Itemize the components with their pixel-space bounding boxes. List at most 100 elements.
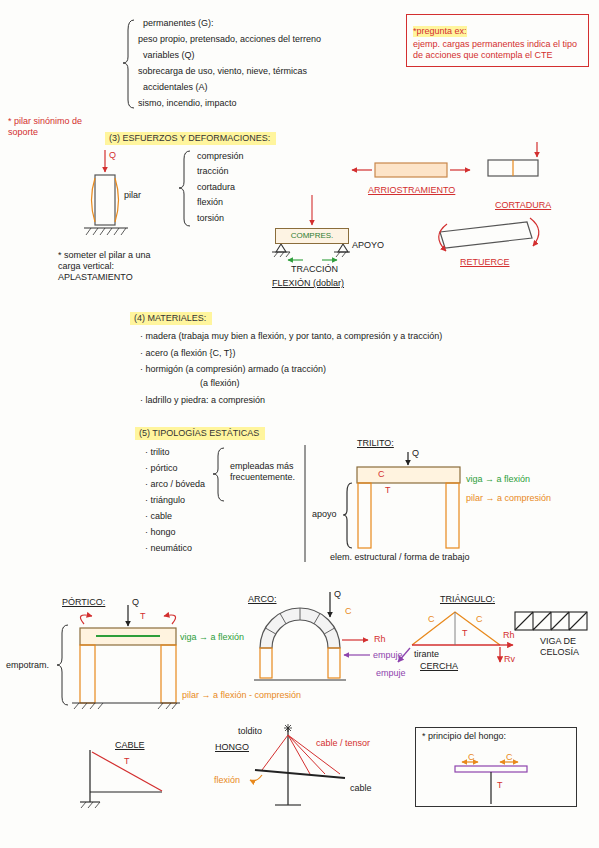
figure-caption: VIGA DE CELOSÍA bbox=[540, 636, 590, 658]
arch-figure bbox=[329, 592, 330, 617]
efforts-bracket bbox=[179, 151, 190, 226]
figure-title: ARCO: bbox=[248, 594, 277, 605]
truss-figure bbox=[500, 644, 513, 645]
effort-type: torsión bbox=[197, 213, 224, 224]
cable-figure bbox=[89, 750, 90, 802]
divider-line bbox=[305, 445, 306, 562]
part-name: empotram. bbox=[6, 660, 49, 671]
mushroom-principle-figure bbox=[455, 762, 527, 804]
bending-figure bbox=[311, 195, 312, 225]
shear-figure bbox=[488, 142, 538, 176]
effort-type: cortadura bbox=[197, 182, 235, 193]
typology-item: · trilito bbox=[145, 447, 170, 458]
load-type: variables (Q) bbox=[143, 50, 195, 61]
lattice-beam-figure bbox=[515, 612, 587, 630]
node-heading: (3) ESFUERZOS Y DEFORMACIONES: bbox=[109, 133, 272, 144]
load-examples: sismo, incendio, impacto bbox=[138, 98, 237, 109]
stress-symbol: T bbox=[497, 780, 503, 791]
torsion-figure bbox=[440, 222, 532, 248]
portal-frame-figure bbox=[80, 628, 176, 645]
section-heading: (3) ESFUERZOS Y DEFORMACIONES: bbox=[105, 132, 276, 145]
load-symbol: Q bbox=[109, 150, 116, 161]
efforts-bracket bbox=[179, 151, 190, 226]
part-name: cable / tensor bbox=[316, 738, 370, 749]
effort-type: compresión bbox=[197, 151, 244, 162]
arch-figure bbox=[342, 639, 368, 640]
mushroom-figure bbox=[250, 724, 345, 805]
portal-frame-figure bbox=[57, 605, 180, 709]
pillar-figure bbox=[92, 178, 119, 222]
member-behaviour: pilar → a flexión - compresión bbox=[182, 690, 301, 701]
lattice-beam-figure bbox=[515, 612, 587, 630]
shear-figure bbox=[488, 160, 538, 176]
shear-figure bbox=[512, 160, 513, 176]
stress-symbol: T bbox=[140, 611, 146, 622]
principle-box: * principio del hongo: bbox=[415, 727, 577, 807]
typology-item: · neumático bbox=[145, 543, 192, 554]
figure-caption: RETUERCE bbox=[460, 257, 510, 268]
reaction-symbol: Rh bbox=[503, 630, 515, 641]
reaction-symbol: Rh bbox=[374, 634, 386, 645]
portal-frame-figure bbox=[164, 615, 176, 624]
stress-symbol: C bbox=[378, 469, 385, 480]
truss-figure bbox=[499, 647, 500, 662]
note-text: * someter el pilar a una carga vertical:… bbox=[58, 250, 158, 283]
arch-figure bbox=[328, 648, 340, 678]
arch-figure bbox=[265, 608, 334, 634]
tension-figure bbox=[352, 169, 372, 170]
tension-figure bbox=[352, 163, 470, 177]
material-item: · acero (a flexión {C, T}) bbox=[140, 348, 235, 359]
bending-figure bbox=[272, 195, 350, 260]
force-label: empuje bbox=[376, 668, 406, 679]
material-item: · ladrillo y piedra: a compresión bbox=[140, 395, 265, 406]
mushroom-figure bbox=[275, 804, 301, 805]
trilith-figure bbox=[343, 452, 460, 548]
typology-item: · triángulo bbox=[145, 495, 185, 506]
portal-frame-figure bbox=[57, 625, 68, 705]
arch-figure bbox=[254, 679, 346, 680]
typology-item: · hongo bbox=[145, 527, 176, 538]
bending-figure bbox=[274, 252, 346, 257]
load-symbol: Q bbox=[334, 589, 341, 600]
mushroom-figure bbox=[255, 770, 345, 778]
trilith-figure bbox=[446, 483, 459, 548]
mushroom-figure bbox=[287, 728, 288, 805]
load-symbol: Q bbox=[132, 597, 139, 608]
cable-figure bbox=[90, 791, 162, 792]
effort-type: flexión bbox=[197, 197, 223, 208]
trilith-figure bbox=[358, 483, 371, 548]
stress-symbol: C bbox=[428, 614, 435, 625]
material-item: · madera (trabaja muy bien a flexión, y … bbox=[140, 331, 442, 342]
shear-figure bbox=[536, 142, 537, 157]
actions-bracket bbox=[123, 20, 134, 108]
stress-symbol: C bbox=[476, 614, 483, 625]
cable-figure bbox=[80, 750, 162, 808]
typology-item: · cable bbox=[145, 511, 172, 522]
part-name: apoyo bbox=[312, 509, 337, 520]
portal-frame-figure bbox=[96, 635, 160, 637]
node-heading: (5) TIPOLOGÍAS ESTÁTICAS bbox=[139, 428, 261, 439]
reaction-symbol: Rv bbox=[504, 654, 515, 665]
cable-figure bbox=[80, 801, 100, 802]
bending-figure bbox=[322, 259, 337, 260]
typology-item: · arco / bóveda bbox=[145, 479, 205, 490]
load-examples: peso propio, pretensado, acciones del te… bbox=[138, 34, 321, 45]
pillar-figure bbox=[86, 228, 126, 235]
member-behaviour: flexión bbox=[214, 775, 240, 786]
truss-figure bbox=[398, 612, 513, 662]
torsion-figure bbox=[439, 218, 539, 251]
portal-frame-figure bbox=[74, 703, 177, 709]
section-heading: (5) TIPOLOGÍAS ESTÁTICAS bbox=[135, 427, 265, 440]
section-heading: (4) MATERIALES: bbox=[130, 312, 212, 325]
pillar-figure bbox=[104, 150, 105, 172]
load-symbol: Q bbox=[412, 448, 419, 459]
member-behaviour: pilar → a compresión bbox=[466, 493, 551, 504]
trilith-figure bbox=[407, 452, 408, 465]
bending-figure bbox=[276, 244, 348, 252]
arch-figure bbox=[260, 648, 272, 678]
mushroom-principle-figure bbox=[455, 766, 527, 772]
figure-title: CABLE bbox=[115, 740, 145, 751]
portal-frame-figure bbox=[72, 702, 180, 703]
